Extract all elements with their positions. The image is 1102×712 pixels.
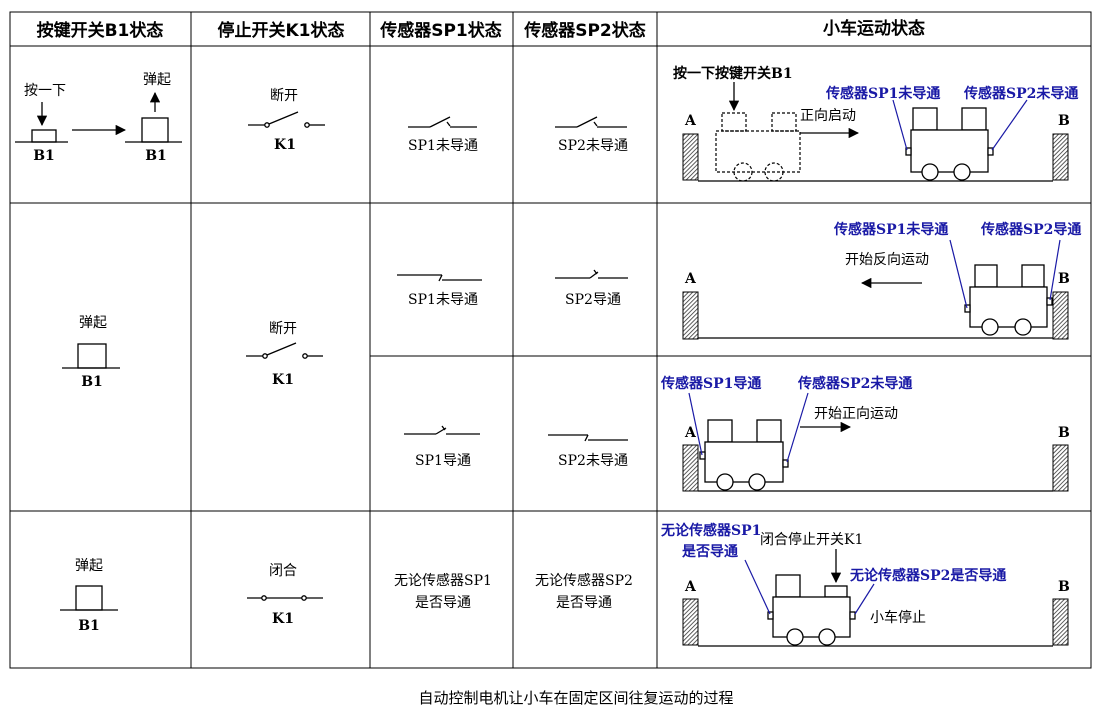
wall-b <box>1052 444 1069 492</box>
header-sp1: 传感器SP1状态 <box>379 20 502 41</box>
sp1-state-label: SP1导通 <box>415 453 471 469</box>
point-b-label: B <box>1058 271 1070 287</box>
k1-state-label: 断开 <box>270 88 298 104</box>
wall-b <box>1052 598 1069 646</box>
press-once-label: 按一下 <box>24 83 66 99</box>
point-a-label: A <box>684 113 697 129</box>
car-scene-forward: A B 开始正向运动 传感器SP1导通 传感器SP2未导通 <box>660 375 1070 492</box>
b1-label: B1 <box>78 618 100 634</box>
figure-caption: 自动控制电机让小车在固定区间往复运动的过程 <box>418 689 733 707</box>
wall-a <box>682 598 699 646</box>
sp2-note: 传感器SP2未导通 <box>963 85 1078 102</box>
b1-state-label: 弹起 <box>79 315 107 331</box>
sp2-note: 传感器SP2导通 <box>980 221 1081 238</box>
car <box>964 264 1053 336</box>
sp1-state-label: SP1未导通 <box>408 138 478 154</box>
sp2-state-line1: 无论传感器SP2 <box>535 572 633 589</box>
sp2-state-label: SP2未导通 <box>558 138 628 154</box>
car <box>905 107 994 181</box>
b1-popped-symbol <box>125 91 182 143</box>
point-b-label: B <box>1058 425 1070 441</box>
k1-state-label: 断开 <box>269 321 297 337</box>
wall-a <box>682 291 699 340</box>
b1-label-pressed: B1 <box>33 148 55 164</box>
k1-close-note: 闭合停止开关K1 <box>760 531 863 548</box>
k1-open-switch-symbol <box>246 342 323 359</box>
sp1-closed-contact-symbol <box>404 425 480 435</box>
point-a-label: A <box>684 579 697 595</box>
press-b1-note: 按一下按键开关B1 <box>673 65 793 82</box>
forward-start-label: 正向启动 <box>800 108 856 124</box>
wall-a <box>682 133 699 181</box>
car-scene-stop: A B 闭合停止开关K1 小车停止 无论传感器SP1 是否导通 无论传感器SP2… <box>660 522 1070 647</box>
point-a-label: A <box>684 271 697 287</box>
sp2-state-label: SP2未导通 <box>558 453 628 469</box>
sp2-state-label: SP2导通 <box>565 292 621 308</box>
sp1-state-label: SP1未导通 <box>408 292 478 308</box>
sp1-state-line1: 无论传感器SP1 <box>394 572 492 589</box>
point-b-label: B <box>1058 113 1070 129</box>
car <box>767 574 856 646</box>
table-header: 按键开关B1状态 停止开关K1状态 传感器SP1状态 传感器SP2状态 小车运动… <box>37 18 925 41</box>
sp2-open-contact-symbol <box>555 116 627 128</box>
header-car: 小车运动状态 <box>823 18 925 39</box>
sp1-note: 传感器SP1导通 <box>660 375 761 392</box>
header-k1: 停止开关K1状态 <box>217 20 344 41</box>
car-scene-reverse: A B 开始反向运动 传感器SP1未导通 传感器SP2导通 <box>682 221 1081 340</box>
wall-b <box>1052 291 1069 340</box>
point-a-label: A <box>684 425 697 441</box>
car-scene-forward-start: A B 按一下按键开关B1 正向启动 <box>673 65 1078 182</box>
sp2-note: 无论传感器SP2是否导通 <box>849 567 1006 584</box>
sp2-note: 传感器SP2未导通 <box>797 375 912 392</box>
sp1-note: 传感器SP1未导通 <box>825 85 940 102</box>
forward-label: 开始正向运动 <box>814 406 898 422</box>
reverse-label: 开始反向运动 <box>845 252 929 268</box>
k1-state-label: 闭合 <box>269 563 297 579</box>
sp2-closed-contact-symbol <box>555 269 628 279</box>
sp1-note-line1: 无论传感器SP1 <box>660 522 761 539</box>
row-3: 弹起 B1 闭合 K1 无论传感器SP1 是否导通 无论传感器SP2 是否导通 … <box>60 522 1070 647</box>
b1-state-label: 弹起 <box>75 558 103 574</box>
row-1: 按一下 B1 弹起 B1 断开 K1 SP1未导通 <box>15 65 1078 182</box>
car-stop-label: 小车停止 <box>870 609 926 626</box>
sp1-open-contact-symbol <box>397 274 482 282</box>
b1-popped-symbol <box>62 343 120 369</box>
row-2: 弹起 B1 断开 K1 SP1未导通 SP2导通 <box>62 221 1081 492</box>
b1-popped-symbol <box>60 585 118 611</box>
k1-open-switch-symbol <box>248 111 325 128</box>
k1-label: K1 <box>272 372 294 388</box>
car <box>699 419 789 491</box>
sp2-open-contact-symbol <box>548 434 628 442</box>
header-b1: 按键开关B1状态 <box>37 20 164 41</box>
b1-label: B1 <box>81 374 103 390</box>
table-grid <box>9 11 1092 669</box>
wall-b <box>1052 133 1069 181</box>
k1-label: K1 <box>272 611 294 627</box>
sp1-state-line2: 是否导通 <box>415 595 471 611</box>
header-sp2: 传感器SP2状态 <box>523 20 646 41</box>
k1-label: K1 <box>274 137 296 153</box>
b1-pressed-symbol <box>15 102 68 143</box>
sp1-open-contact-symbol <box>408 116 477 128</box>
k1-closed-switch-symbol <box>247 595 323 601</box>
car-start-position <box>715 112 801 182</box>
wall-a <box>682 444 699 492</box>
b1-label-popped: B1 <box>145 148 167 164</box>
pop-up-label: 弹起 <box>143 72 171 88</box>
point-b-label: B <box>1058 579 1070 595</box>
sp2-state-line2: 是否导通 <box>556 595 612 611</box>
sp1-note-line2: 是否导通 <box>682 544 738 560</box>
sp1-note: 传感器SP1未导通 <box>833 221 948 238</box>
